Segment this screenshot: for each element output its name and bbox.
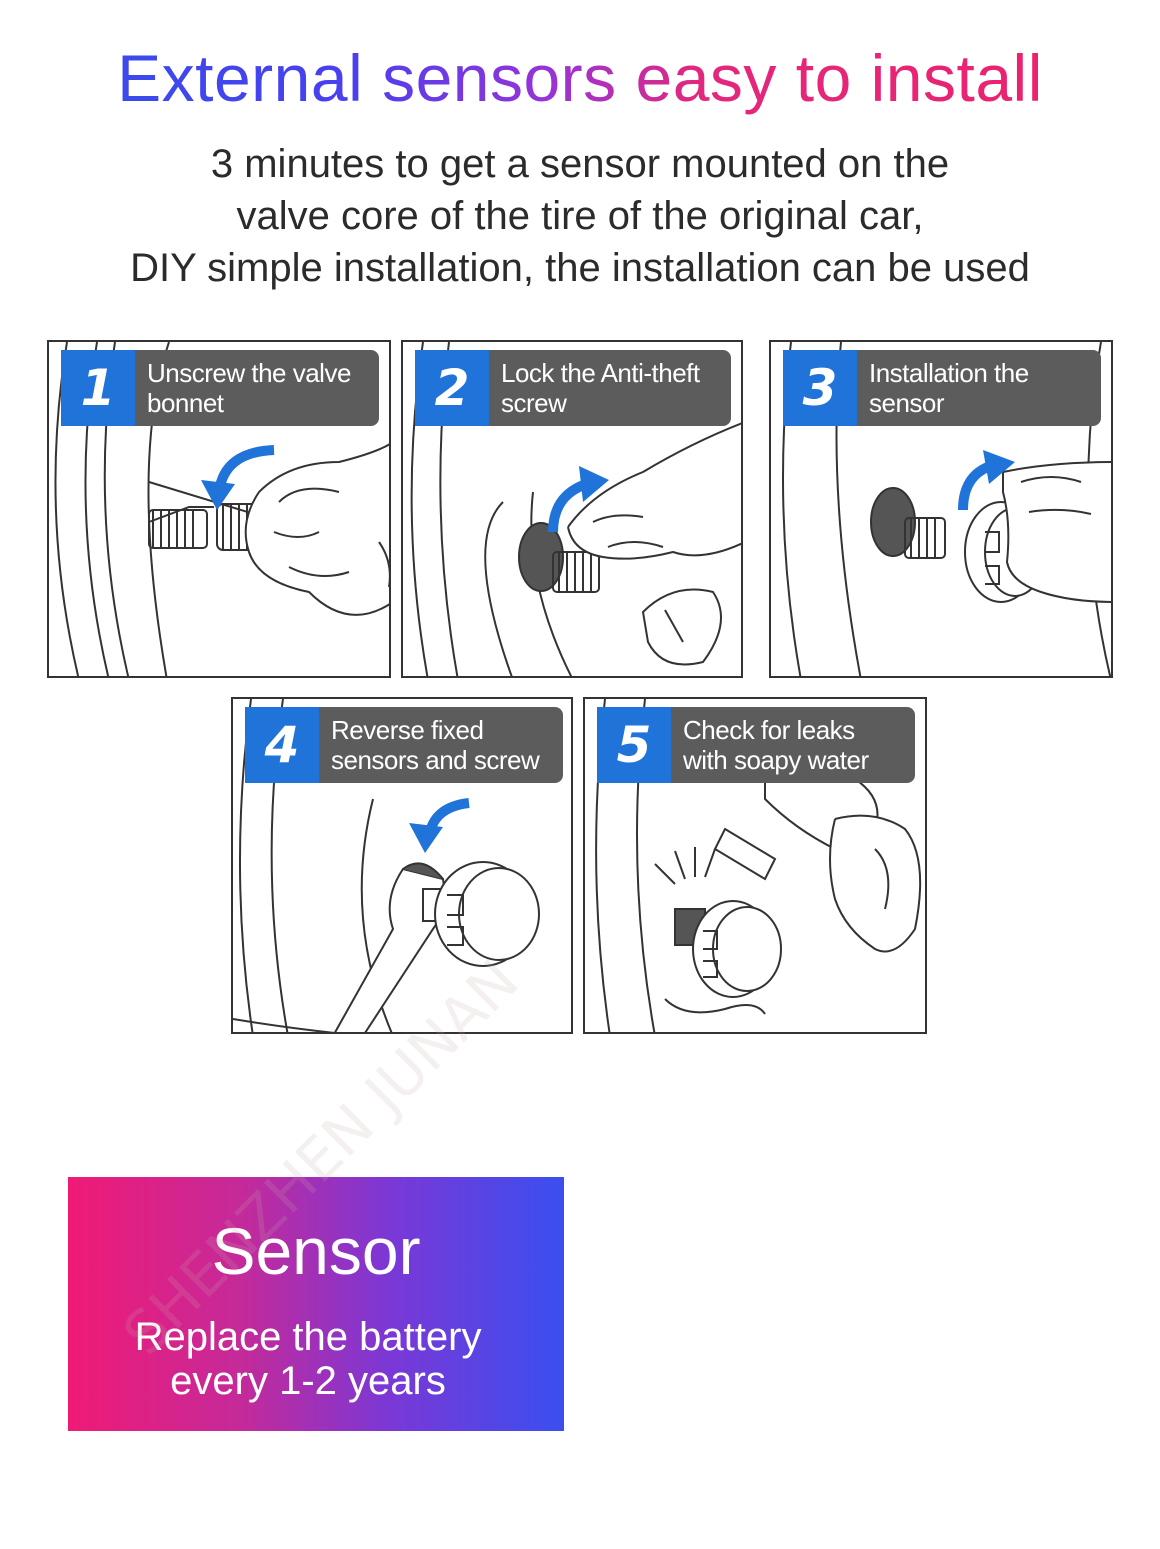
step-panel-4: 4 Reverse fixed sensors and screw <box>231 697 573 1034</box>
sensor-battery-card: Sensor Replace the battery every 1-2 yea… <box>68 1177 564 1431</box>
page-headline: External sensors easy to install <box>0 38 1160 118</box>
step-caption-1-line-2: bonnet <box>147 388 224 418</box>
subtitle-line-2: valve core of the tire of the original c… <box>236 194 924 238</box>
sensor-card-line-2: every 1-2 years <box>170 1359 446 1403</box>
step-caption-5-line-2: with soapy water <box>683 745 869 775</box>
sensor-card-line-1: Replace the battery <box>134 1315 482 1359</box>
step-label-3: 3 Installation the sensor <box>783 350 1101 426</box>
step-caption-5-line-1: Check for leaks <box>683 715 855 745</box>
step-caption-5: Check for leaks with soapy water <box>671 707 915 783</box>
step-caption-1-line-1: Unscrew the valve <box>147 358 351 388</box>
step-caption-2: Lock the Anti-theft screw <box>489 350 731 426</box>
step-caption-3-line-1: Installation the <box>869 358 1029 388</box>
step-panel-1: 1 Unscrew the valve bonnet <box>47 340 391 678</box>
step-caption-3: Installation the sensor <box>857 350 1101 426</box>
step-caption-4-line-1: Reverse fixed <box>331 715 484 745</box>
step-label-1: 1 Unscrew the valve bonnet <box>61 350 379 426</box>
step-number-3: 3 <box>783 350 857 426</box>
step-caption-4: Reverse fixed sensors and screw <box>319 707 563 783</box>
illustration-unscrew-valve-bonnet <box>54 342 389 676</box>
step-caption-1: Unscrew the valve bonnet <box>135 350 379 426</box>
subtitle-line-1: 3 minutes to get a sensor mounted on the <box>210 142 950 186</box>
step-panel-3: 3 Installation the sensor <box>769 340 1113 678</box>
page-subtitle: 3 minutes to get a sensor mounted on the… <box>0 138 1160 294</box>
sensor-card-description: Replace the battery every 1-2 years <box>60 1315 556 1403</box>
step-caption-3-line-2: sensor <box>869 388 945 418</box>
step-number-1: 1 <box>61 350 135 426</box>
step-panel-5: 5 Check for leaks with soapy water <box>583 697 927 1034</box>
subtitle-line-3: DIY simple installation, the installatio… <box>130 246 1030 290</box>
step-label-2: 2 Lock the Anti-theft screw <box>415 350 731 426</box>
illustration-reverse-fix-sensor <box>233 699 540 1032</box>
sensor-card-title: Sensor <box>211 1214 421 1288</box>
step-number-4: 4 <box>245 707 319 783</box>
step-label-5: 5 Check for leaks with soapy water <box>597 707 915 783</box>
step-number-5: 5 <box>597 707 671 783</box>
step-caption-4-line-2: sensors and screw <box>331 745 540 775</box>
step-caption-2-line-2: screw <box>501 388 567 418</box>
step-label-4: 4 Reverse fixed sensors and screw <box>245 707 563 783</box>
step-number-2: 2 <box>415 350 489 426</box>
illustration-check-leaks-soapy-water <box>595 699 922 1032</box>
step-caption-2-line-1: Lock the Anti-theft <box>501 358 700 388</box>
step-panel-2: 2 Lock the Anti-theft screw <box>401 340 743 678</box>
